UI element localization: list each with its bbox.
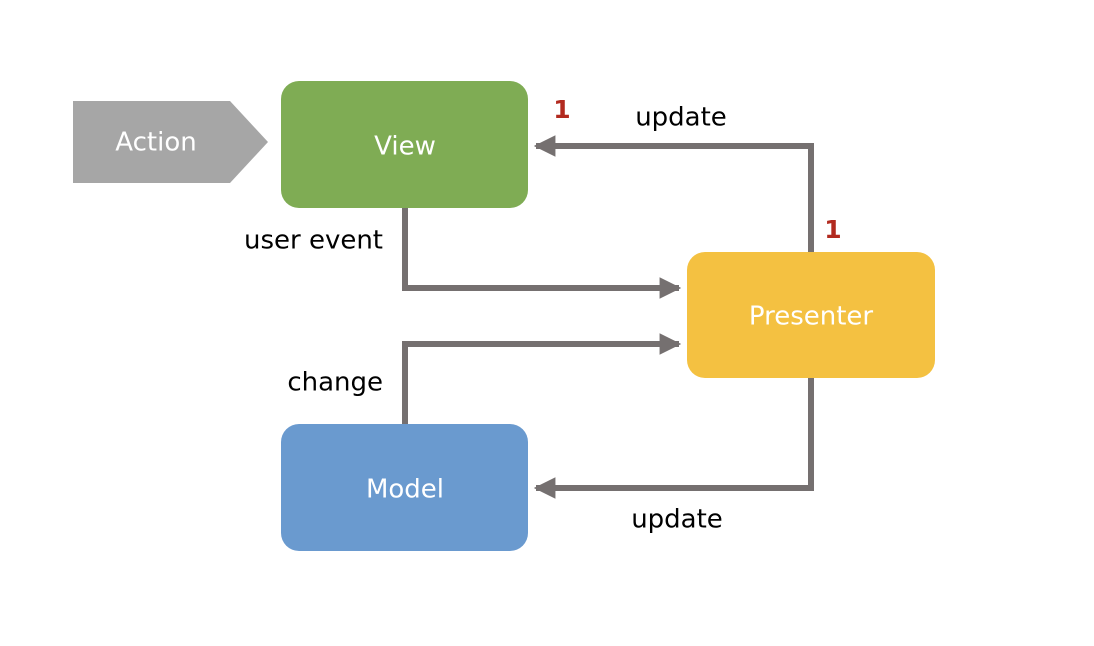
action-shape [73, 101, 268, 183]
action-label: Action [115, 128, 196, 158]
update-to-view-label: update [635, 103, 727, 133]
view-box [281, 81, 528, 208]
user-event-label: user event [244, 226, 383, 256]
presenter-label: Presenter [749, 302, 874, 332]
model-to-presenter-arrow [402, 333, 682, 424]
change-label: change [287, 368, 383, 398]
model-node: Model [281, 424, 528, 551]
model-label: Model [366, 475, 444, 505]
update-to-model-label: update [631, 505, 723, 535]
action-node: Action [73, 101, 268, 183]
view-to-presenter-arrow [402, 208, 682, 299]
presenter-to-model-arrow [533, 378, 814, 499]
presenter-box [687, 252, 935, 378]
view-label: View [374, 132, 436, 162]
view-step-marker: 1 [553, 95, 570, 124]
presenter-step-marker: 1 [824, 215, 841, 244]
presenter-node: Presenter [687, 252, 935, 378]
model-box [281, 424, 528, 551]
view-node: View [281, 81, 528, 208]
presenter-to-view-arrow [533, 135, 814, 252]
